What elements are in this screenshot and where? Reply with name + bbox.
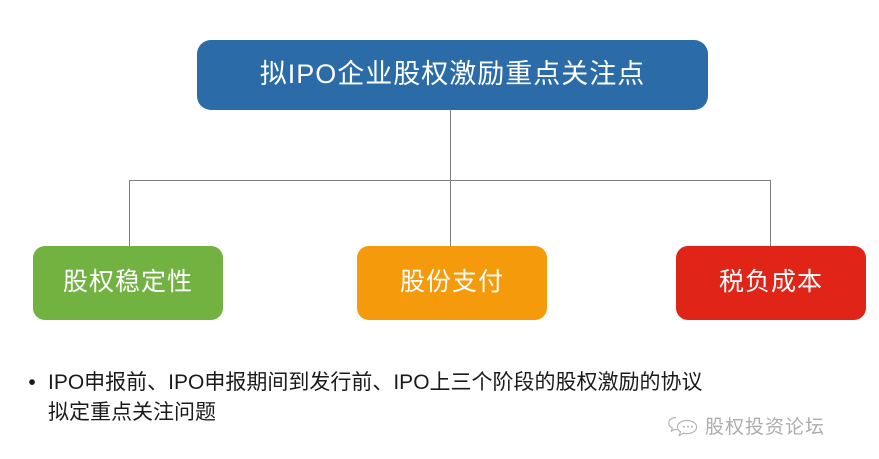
bullet-marker: • xyxy=(28,371,36,394)
chat-bubble-icon xyxy=(668,415,698,437)
diagram-node-tax-cost[interactable]: 税负成本 xyxy=(676,246,866,320)
diagram-node-equity-stability[interactable]: 股权稳定性 xyxy=(33,246,223,320)
connector-root-stem xyxy=(450,110,451,180)
watermark: 股权投资论坛 xyxy=(668,412,825,439)
connector-drop-left xyxy=(129,180,130,246)
watermark-label: 股权投资论坛 xyxy=(705,416,826,438)
diagram-node-tax-cost-label: 税负成本 xyxy=(718,268,823,297)
connector-drop-right xyxy=(770,180,771,246)
diagram-node-root-label: 拟IPO企业股权激励重点关注点 xyxy=(259,59,646,90)
bullet-item-text: IPO申报前、IPO申报期间到发行前、IPO上三个阶段的股权激励的协议拟定重点关… xyxy=(48,371,703,424)
diagram-node-root[interactable]: 拟IPO企业股权激励重点关注点 xyxy=(197,40,708,110)
connector-drop-center xyxy=(450,180,451,246)
diagram-node-share-payment[interactable]: 股份支付 xyxy=(357,246,547,320)
diagram-node-share-payment-label: 股份支付 xyxy=(399,268,504,297)
diagram-node-equity-stability-label: 股权稳定性 xyxy=(62,268,193,297)
bullet-list: • IPO申报前、IPO申报期间到发行前、IPO上三个阶段的股权激励的协议拟定重… xyxy=(16,368,716,428)
